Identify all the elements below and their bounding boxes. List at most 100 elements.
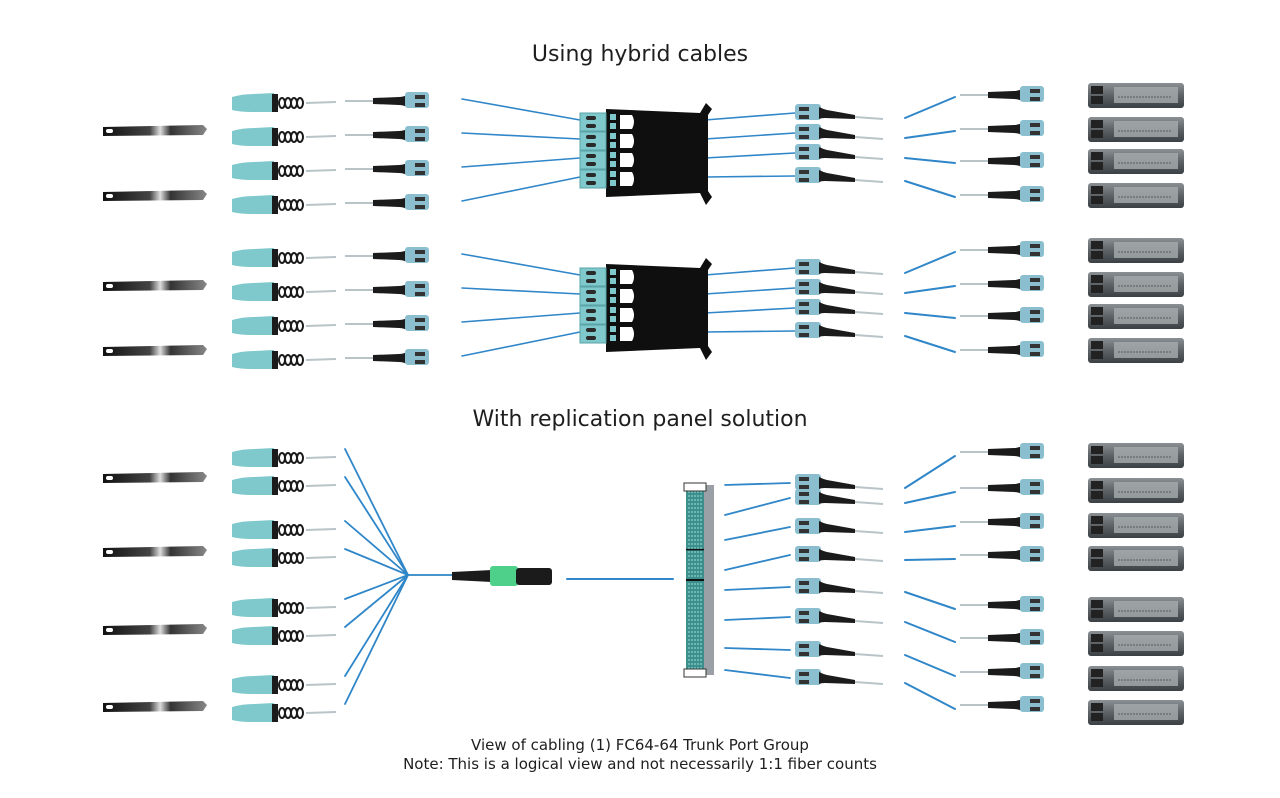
hybrid-cassette-icon — [579, 258, 712, 360]
fiber-line — [904, 525, 956, 533]
lc-ferrule-top — [799, 672, 809, 676]
sfp-label — [1114, 550, 1178, 566]
sfp-port-bottom — [1091, 456, 1103, 464]
lc-ferrule-top — [799, 581, 809, 585]
sfp-transceiver-icon — [1088, 631, 1184, 656]
lc-ferrule-bottom — [799, 529, 809, 533]
fiber-line — [904, 285, 956, 294]
fiber-line — [461, 132, 581, 140]
lc-ferrule-top — [1030, 123, 1040, 127]
fiber-pigtail — [305, 528, 337, 531]
fiber-line — [904, 455, 956, 489]
sfp-label — [1114, 242, 1178, 258]
breakout-connector-icon — [232, 93, 337, 112]
sfp-port-bottom — [1091, 251, 1103, 259]
lc-ferrule-top — [1030, 244, 1040, 248]
lc-duplex-connector-icon — [960, 241, 1044, 257]
aqua-boot — [232, 703, 274, 722]
fiber-line — [904, 591, 956, 610]
lc-boot — [988, 549, 1022, 561]
cassette-slot — [620, 153, 634, 167]
fiber-pigtail — [854, 681, 884, 685]
strain-relief-coil — [296, 630, 304, 642]
connector-collar — [272, 351, 278, 369]
fiber-pigtail — [305, 256, 337, 259]
qsfp-latch-hole — [106, 550, 113, 554]
fiber-line — [704, 112, 796, 121]
fiber-pigtail — [305, 634, 337, 637]
cassette-slot — [620, 134, 634, 148]
lc-boot — [819, 672, 855, 684]
lc-ferrule-bottom — [1030, 607, 1040, 611]
lc-boot — [988, 482, 1022, 494]
cassette-adapter — [579, 112, 607, 132]
lc-duplex-connector-icon — [345, 194, 429, 210]
fiber-line — [704, 267, 796, 276]
fiber-line — [724, 647, 791, 651]
adapter-port — [586, 135, 596, 139]
adapter-port — [586, 328, 596, 332]
lc-duplex-connector-icon — [960, 341, 1044, 357]
sfp-port-top — [1091, 446, 1103, 454]
qsfp-transceiver-icon — [103, 624, 207, 635]
lc-ferrule-bottom — [799, 589, 809, 593]
fiber-pigtail — [305, 683, 337, 686]
lc-duplex-connector-icon — [345, 92, 429, 108]
breakout-connector-icon — [232, 626, 337, 645]
strain-relief-coil — [296, 480, 304, 492]
sfp-transceiver-icon — [1088, 666, 1184, 691]
lc-ferrule-top — [415, 284, 425, 288]
sfp-port-top — [1091, 481, 1103, 489]
strain-relief-coil — [296, 252, 304, 264]
sfp-label — [1114, 447, 1178, 463]
adapter-port — [586, 181, 596, 185]
qsfp-latch-hole — [106, 194, 113, 198]
aqua-boot — [232, 127, 274, 146]
cassette-slot — [620, 327, 634, 341]
cassette-mpo-port — [610, 133, 616, 139]
lc-ferrule-top — [799, 107, 809, 111]
fiber-line — [344, 574, 409, 677]
sfp-transceiver-icon — [1088, 183, 1184, 208]
fiber-pigtail — [854, 620, 884, 624]
lc-ferrule-top — [799, 147, 809, 151]
lc-duplex-connector-icon — [345, 281, 429, 297]
sfp-transceiver-icon — [1088, 304, 1184, 329]
lc-ferrule-top — [1030, 599, 1040, 603]
fiber-line — [461, 176, 581, 202]
cassette-mpo-port — [610, 326, 616, 332]
cassette-slot — [620, 115, 634, 129]
lc-boot — [988, 310, 1022, 322]
lc-duplex-connector-icon — [960, 307, 1044, 323]
sfp-port-top — [1091, 600, 1103, 608]
sfp-label — [1114, 121, 1178, 137]
lc-boot — [988, 123, 1022, 135]
cassette-mpo-port — [610, 161, 616, 167]
sfp-port-top — [1091, 549, 1103, 557]
lc-duplex-connector-icon — [795, 474, 884, 490]
fiber-pigtail — [854, 271, 884, 275]
cassette-mpo-port — [610, 152, 616, 158]
lc-ferrule-bottom — [1030, 640, 1040, 644]
lc-ferrule-top — [799, 477, 809, 481]
lc-ferrule-bottom — [799, 270, 809, 274]
sfp-port-top — [1091, 516, 1103, 524]
fiber-pigtail — [854, 558, 884, 562]
fiber-line — [344, 448, 409, 576]
sfp-transceiver-icon — [1088, 513, 1184, 538]
lc-boot — [819, 147, 855, 159]
lc-ferrule-top — [415, 95, 425, 99]
cassette-adapter — [579, 305, 607, 325]
sfp-label — [1114, 635, 1178, 651]
sfp-label — [1114, 601, 1178, 617]
lc-boot — [988, 244, 1022, 256]
fiber-line — [724, 616, 791, 621]
fiber-line — [724, 554, 791, 571]
lc-boot — [819, 521, 855, 533]
sfp-transceiver-icon — [1088, 338, 1184, 363]
cassette-adapter — [579, 286, 607, 306]
fiber-line — [724, 526, 791, 541]
fiber-pigtail — [854, 136, 884, 140]
sfp-port-bottom — [1091, 491, 1103, 499]
lc-boot — [819, 581, 855, 593]
